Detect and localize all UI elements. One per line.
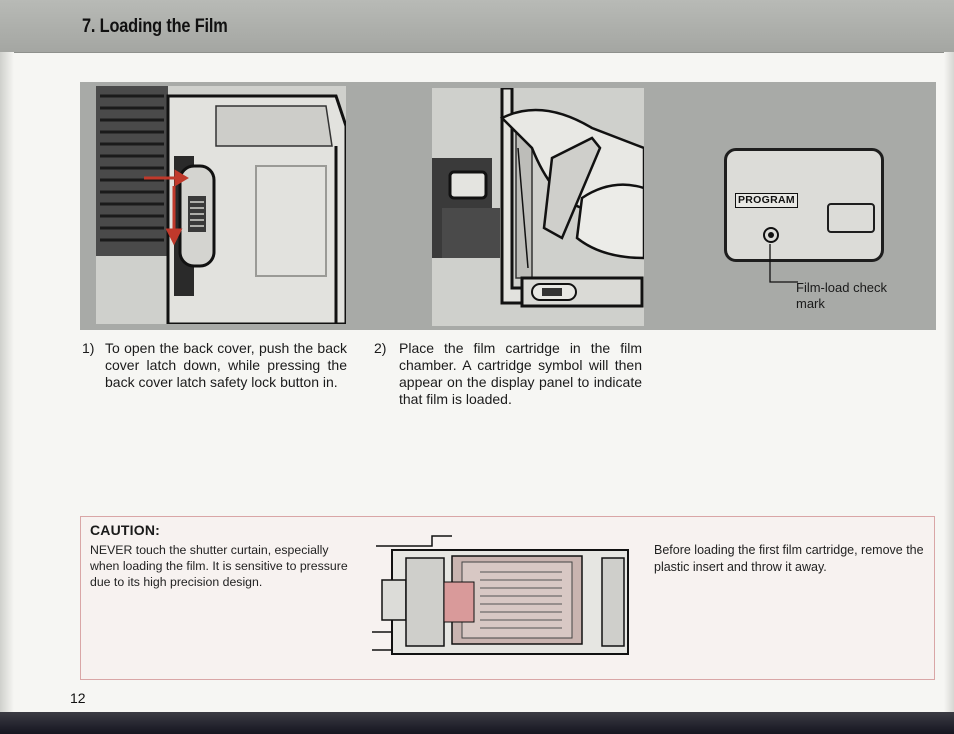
- camera-back-open-illustration: [432, 88, 644, 308]
- program-mode-label: PROGRAM: [735, 193, 798, 208]
- display-panel-illustration: PROGRAM: [724, 148, 884, 262]
- section-header: 7. Loading the Film: [0, 0, 954, 53]
- page-number: 12: [70, 690, 86, 706]
- photo-open-back-cover: [96, 86, 346, 324]
- photo-place-cartridge: [432, 88, 644, 326]
- page-title: 7. Loading the Film: [82, 16, 228, 37]
- step-text: Place the film cartridge in the film cha…: [399, 340, 642, 407]
- latch-arrows-illustration: [144, 169, 189, 246]
- page-gutter-shadow: [0, 52, 14, 712]
- scan-bottom-edge: [0, 712, 954, 734]
- film-load-callout-label: Film-load check mark: [796, 280, 888, 311]
- hand-cartridge-illustration: [499, 108, 644, 269]
- frame-counter-box: [827, 203, 875, 233]
- step-1: 1) To open the back cover, push the back…: [82, 340, 352, 430]
- film-chamber-insert-illustration: [372, 532, 644, 664]
- caution-text: NEVER touch the shutter curtain, especia…: [90, 543, 348, 589]
- film-load-check-mark-icon: [763, 227, 779, 243]
- camera-body-illustration: [166, 94, 346, 324]
- step-text: To open the back cover, push the back co…: [105, 340, 347, 390]
- lens-barrel-illustration: [96, 86, 168, 256]
- page-edge-shadow: [944, 52, 954, 712]
- caution-title: CAUTION:: [90, 522, 161, 538]
- insert-note-text: Before loading the first film cartridge,…: [654, 543, 924, 574]
- step-number: 2): [374, 340, 387, 356]
- step-number: 1): [82, 340, 95, 356]
- step-2: 2) Place the film cartridge in the film …: [374, 340, 646, 450]
- callout-leader-line: [769, 244, 798, 283]
